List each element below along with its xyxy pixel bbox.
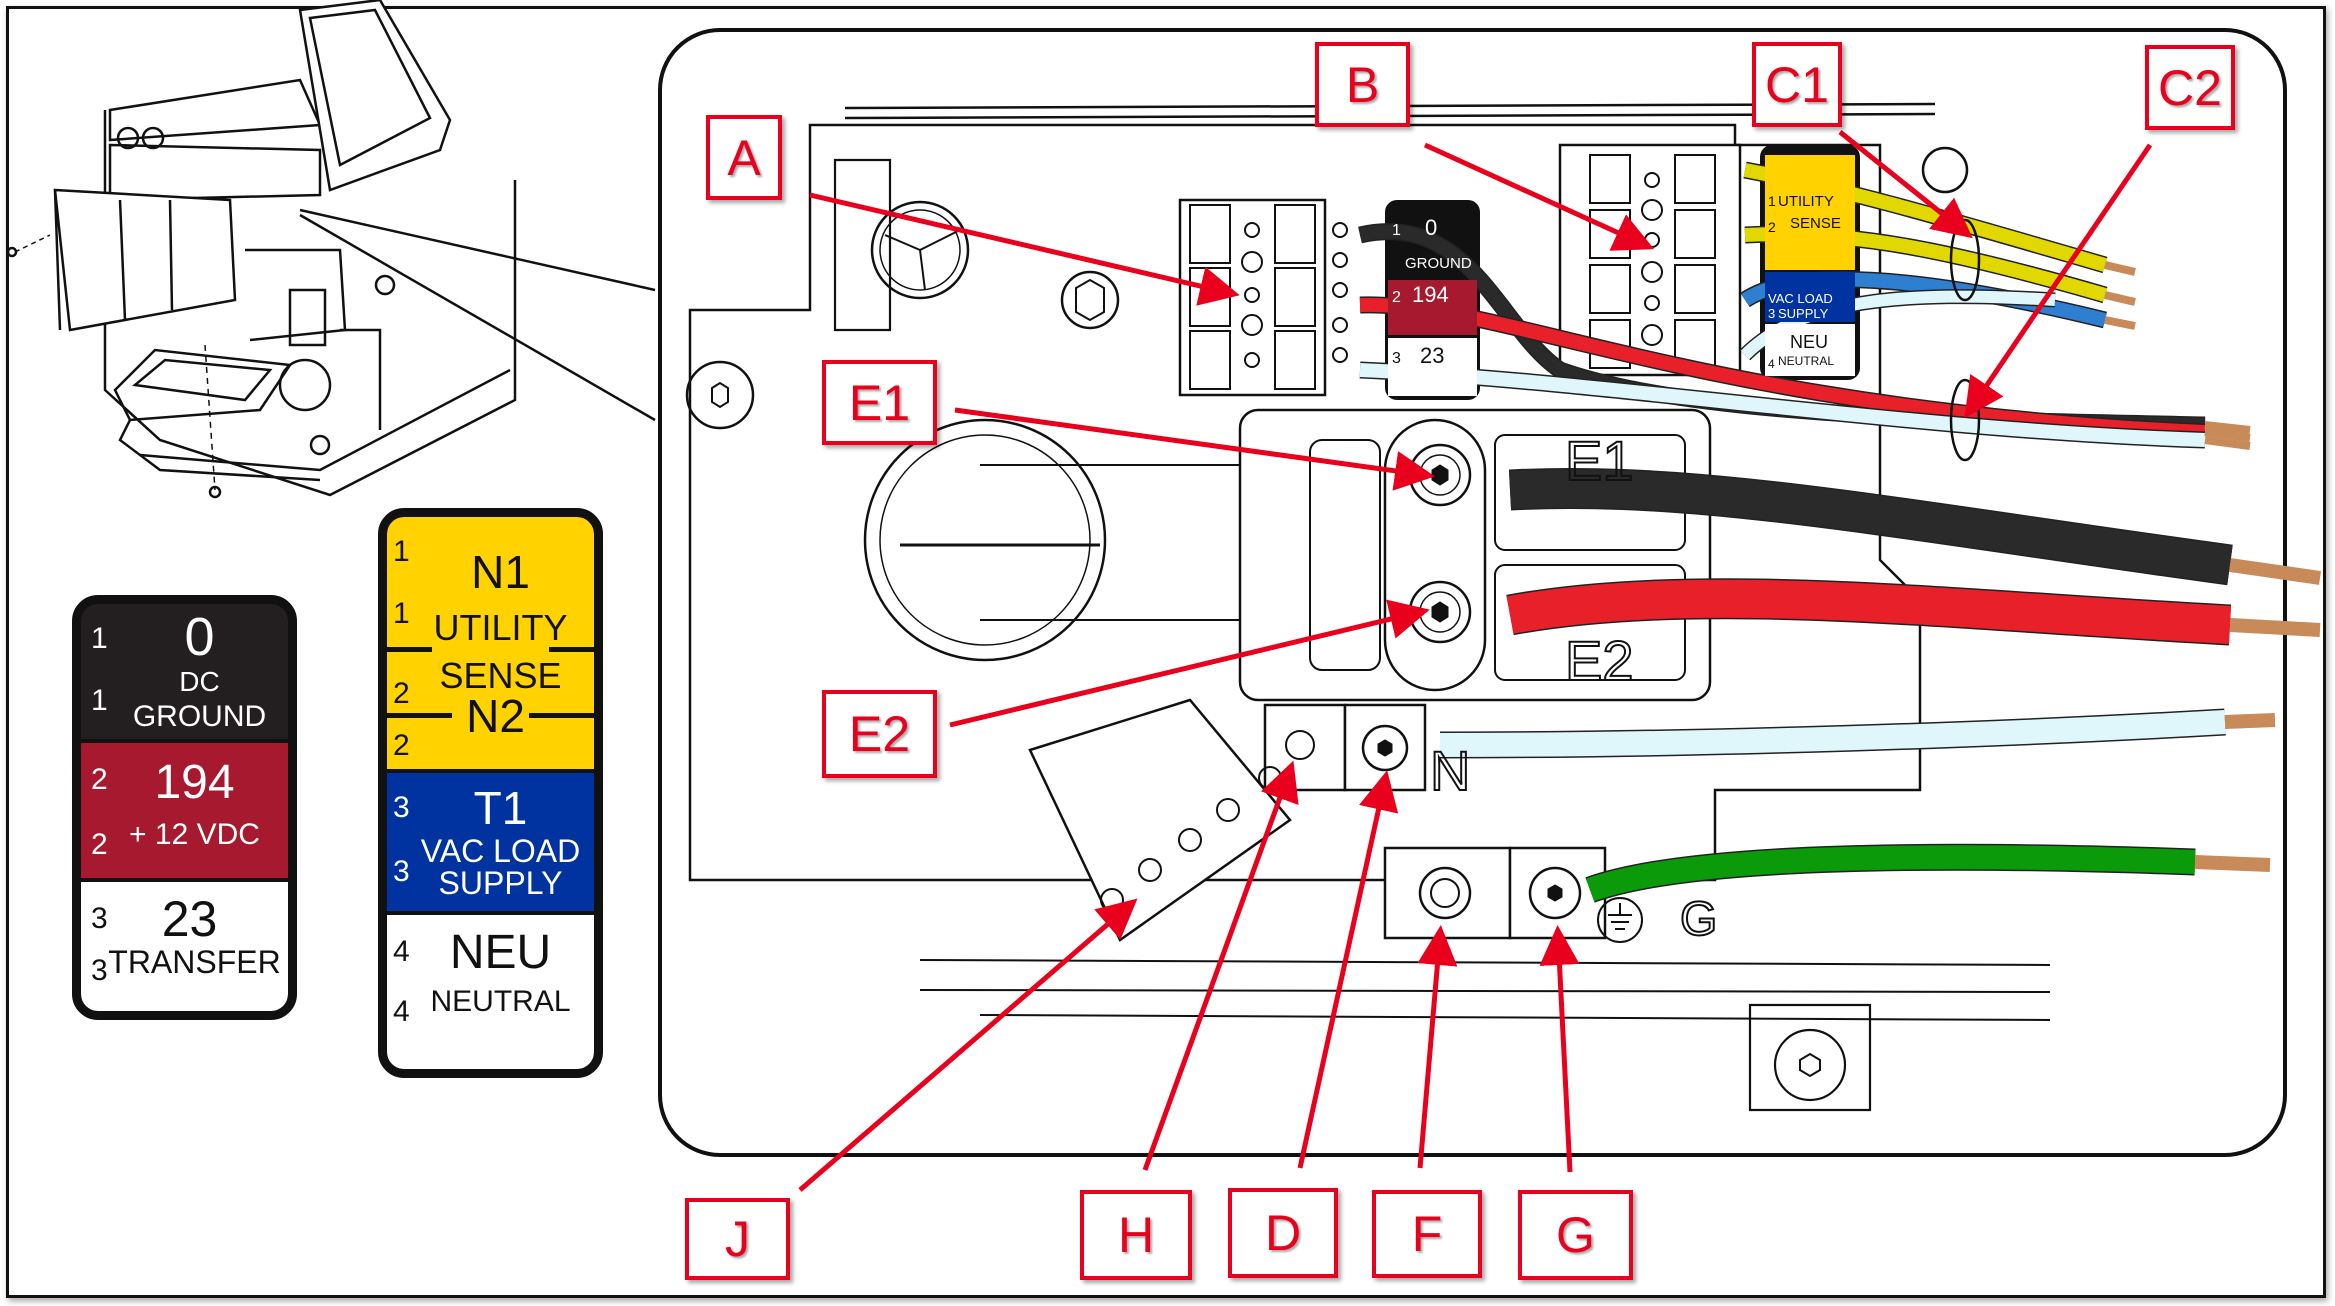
svg-text:194: 194 xyxy=(1412,282,1449,307)
callout-j: J xyxy=(685,1198,790,1280)
svg-text:2: 2 xyxy=(1392,289,1401,306)
copper-strand-tip xyxy=(2228,558,2322,585)
mark-e2: E2 xyxy=(1565,629,1634,692)
copper-strand-tip xyxy=(2204,428,2251,442)
svg-text:GROUND: GROUND xyxy=(1405,255,1472,272)
callout-e2: E2 xyxy=(822,690,937,778)
mark-e1: E1 xyxy=(1565,429,1634,492)
leader-h xyxy=(1142,760,1299,1171)
callout-d: D xyxy=(1228,1188,1338,1278)
svg-text:1: 1 xyxy=(1392,222,1401,239)
svg-text:2: 2 xyxy=(1768,219,1776,235)
legend-ac-row-utility-sense: 1 1 2 2 N1 UTILITY SENSE N2 xyxy=(387,517,594,769)
copper-strand-tip xyxy=(2104,261,2136,276)
wire-ground-green xyxy=(1585,845,2196,902)
svg-text:1: 1 xyxy=(1768,193,1776,209)
legend-dc-row-ground: 1 1 0 DC GROUND xyxy=(81,604,288,739)
svg-text:SENSE: SENSE xyxy=(1790,215,1841,232)
callout-g: G xyxy=(1518,1190,1633,1280)
legend-ac-row-neutral: 4 4 NEU NEUTRAL xyxy=(387,915,594,1069)
svg-text:UTILITY: UTILITY xyxy=(1778,193,1834,210)
copper-strand-tip xyxy=(2204,436,2251,450)
legend-ac-row-load: 3 3 T1 VAC LOAD SUPPLY xyxy=(387,773,594,911)
leader-e2 xyxy=(949,599,1430,728)
svg-text:SUPPLY: SUPPLY xyxy=(1778,306,1829,321)
compartment-panel xyxy=(658,28,2287,1157)
svg-text:3: 3 xyxy=(1768,306,1775,321)
leader-lines xyxy=(798,130,2153,1192)
legend-ac-sense: 1 1 2 2 N1 UTILITY SENSE N2 3 3 T1 VAC L… xyxy=(378,508,603,1078)
legend-ac-divider-2 xyxy=(387,713,452,718)
callout-b: B xyxy=(1315,42,1410,127)
generator-overview xyxy=(6,0,656,499)
mark-n: N xyxy=(1430,739,1470,802)
svg-text:NEUTRAL: NEUTRAL xyxy=(1778,354,1834,368)
svg-text:23: 23 xyxy=(1420,343,1444,368)
copper-strand-tip xyxy=(2104,291,2136,306)
leader-e1 xyxy=(954,407,1435,491)
svg-text:0: 0 xyxy=(1425,215,1437,240)
legend-dc-row-transfer: 3 3 23 TRANSFER xyxy=(81,882,288,1011)
legend-dc-row-12vdc: 2 2 194 + 12 VDC xyxy=(81,743,288,878)
svg-text:VAC LOAD: VAC LOAD xyxy=(1768,291,1833,306)
svg-text:4: 4 xyxy=(1768,357,1775,371)
copper-strand-tip xyxy=(2194,855,2271,872)
copper-strand-tip xyxy=(2224,713,2276,729)
callout-e1: E1 xyxy=(822,360,937,445)
leader-a xyxy=(809,192,1240,306)
copper-strand-tip xyxy=(2104,316,2136,330)
leader-c1 xyxy=(1838,130,1973,239)
copper-strand-tip xyxy=(2229,618,2321,637)
legend-dc-control: 1 1 0 DC GROUND 2 2 194 + 12 VDC 3 3 23 … xyxy=(72,595,297,1020)
wire-e1-black xyxy=(1509,469,2233,584)
legend-ac-divider-1 xyxy=(387,647,432,652)
wire-e2-red xyxy=(1506,579,2232,644)
svg-text:NEU: NEU xyxy=(1790,332,1828,352)
callout-h: H xyxy=(1080,1190,1192,1280)
copper-strand-tip xyxy=(2204,421,2251,434)
callout-f: F xyxy=(1372,1190,1482,1278)
leader-c2 xyxy=(1964,143,2153,419)
leader-j xyxy=(798,898,1138,1192)
mark-g: G xyxy=(1680,893,1717,946)
wire-neutral-white xyxy=(1439,710,2226,757)
mini-label-dc: 1 0 GROUND 2 194 3 23 xyxy=(1388,215,1477,396)
legend-ac-divider-2b xyxy=(529,713,594,718)
leader-g xyxy=(1539,925,1580,1173)
legend-ac-divider-1b xyxy=(549,647,594,652)
wires xyxy=(1358,161,2322,903)
leader-b xyxy=(1423,142,1655,251)
leader-f xyxy=(1417,925,1458,1169)
callout-a: A xyxy=(706,115,782,200)
svg-text:3: 3 xyxy=(1392,350,1401,367)
leader-d xyxy=(1297,770,1399,1169)
mini-label-ac: 1 UTILITY 2 SENSE VAC LOAD 3 SUPPLY NEU … xyxy=(1765,155,1855,376)
callout-c2: C2 xyxy=(2145,45,2235,130)
callout-c1: C1 xyxy=(1752,42,1842,127)
